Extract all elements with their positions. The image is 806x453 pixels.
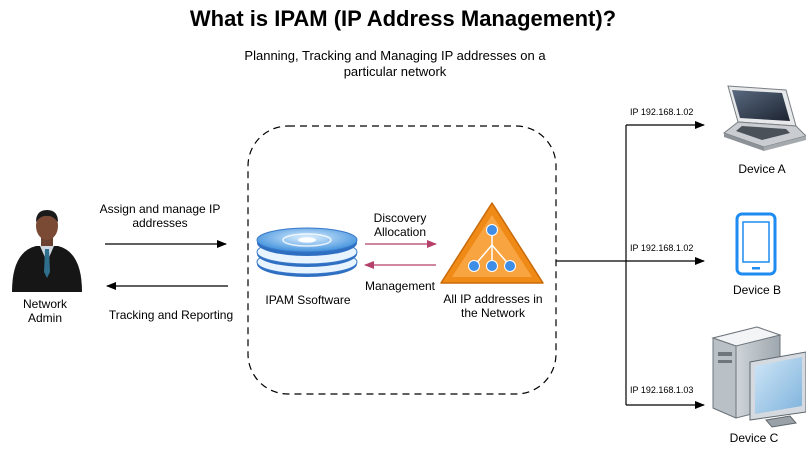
tracking-label: Tracking and Reporting [108, 308, 234, 322]
network-hierarchy-icon [440, 202, 544, 284]
device-b-label: Device B [732, 283, 782, 297]
management-label: Management [364, 279, 436, 293]
device-a-ip: IP 192.168.1.02 [630, 107, 694, 117]
tablet-icon [735, 212, 777, 276]
ipam-software-icon [256, 227, 358, 277]
page-title: What is IPAM (IP Address Management)? [189, 6, 617, 31]
laptop-icon [722, 85, 806, 151]
device-b-ip: IP 192.168.1.02 [630, 243, 694, 253]
desktop-icon [711, 326, 806, 428]
page-subtitle: Planning, Tracking and Managing IP addre… [244, 48, 546, 79]
discovery-label: Discovery Allocation [373, 211, 427, 240]
assign-label: Assign and manage IP addresses [99, 202, 221, 231]
ipam-boundary [247, 125, 557, 395]
network-admin-icon [12, 210, 82, 292]
device-c-label: Device C [729, 431, 779, 445]
network-label: All IP addresses in the Network [443, 292, 543, 321]
network-admin-label: Network Admin [22, 297, 67, 326]
ipam-software-label: IPAM Ssoftware [265, 293, 351, 307]
device-a-label: Device A [738, 162, 786, 176]
device-c-ip: IP 192.168.1.03 [630, 385, 694, 395]
